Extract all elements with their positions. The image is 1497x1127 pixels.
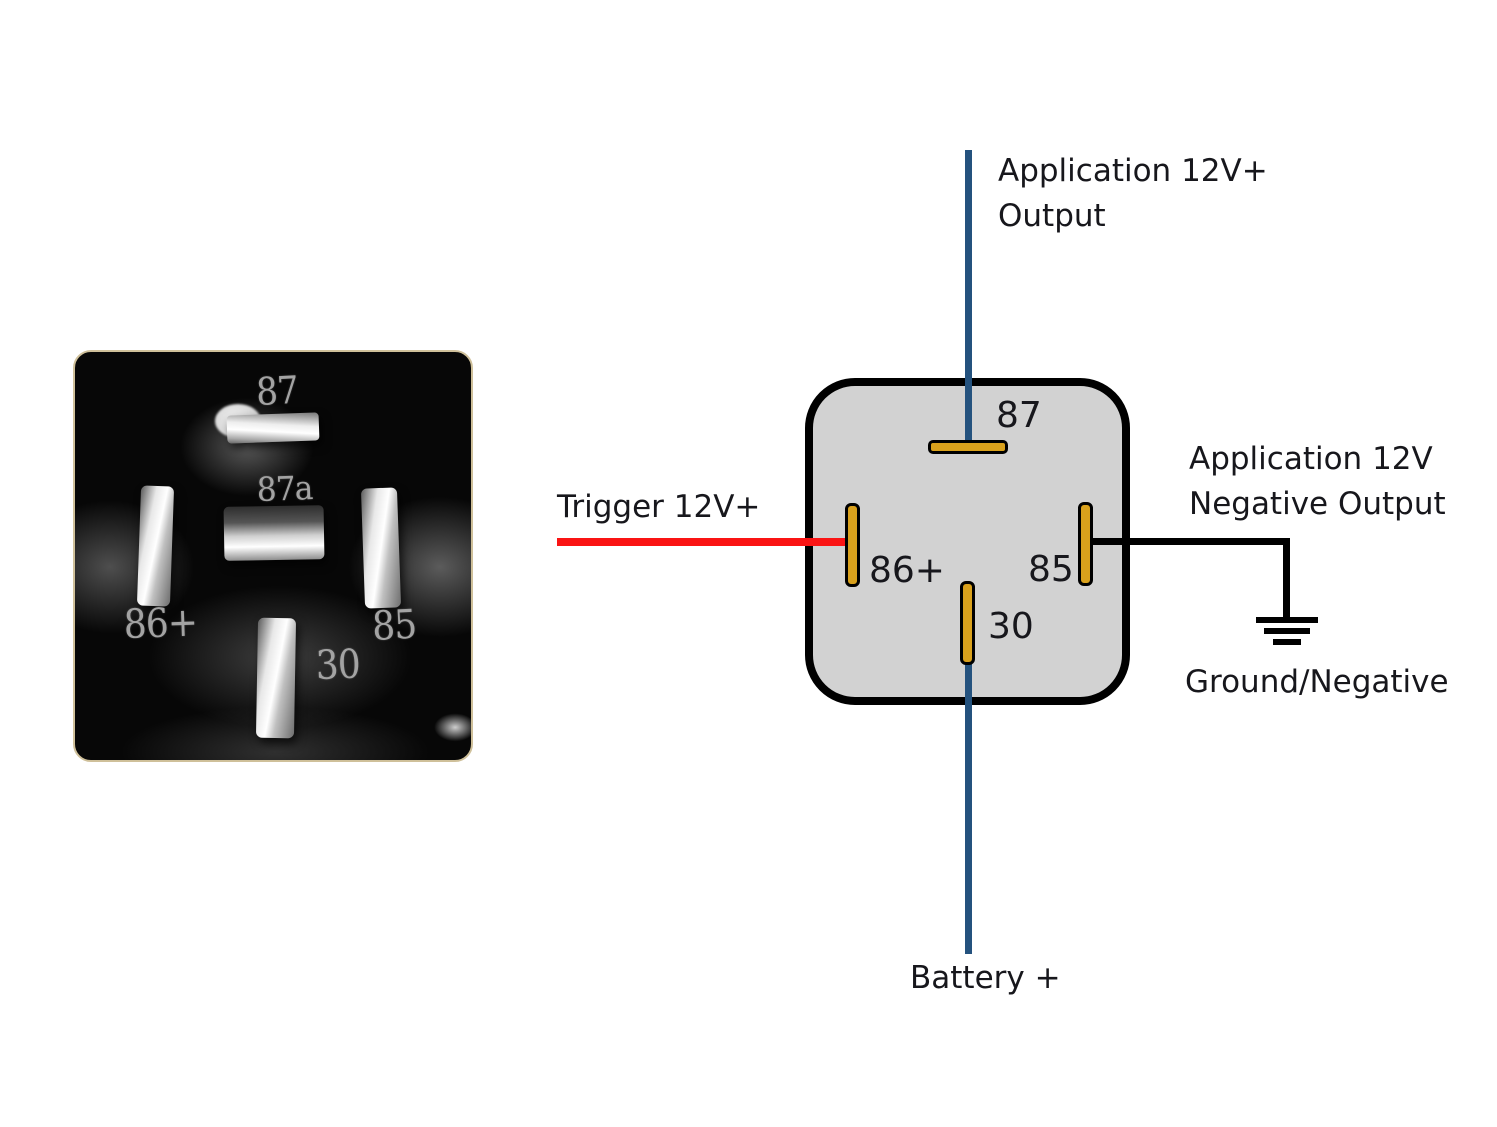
schematic-pin-86-label: 86+	[869, 550, 945, 591]
application-output-wire	[965, 150, 972, 445]
schematic-pin-85	[1078, 502, 1093, 586]
schematic-pin-30	[960, 581, 975, 665]
negative-output-label-line1: Application 12V	[1189, 441, 1433, 477]
relay-photo: 87 87a 86+ 85 30	[73, 350, 473, 762]
application-output-label-line2: Output	[998, 198, 1106, 234]
ground-bar-2	[1264, 628, 1310, 634]
schematic-pin-85-label: 85	[1028, 549, 1074, 590]
photo-pin-87a-blade	[223, 505, 325, 561]
ground-bar-1	[1256, 617, 1318, 623]
schematic-pin-87	[928, 440, 1008, 454]
photo-pin-30-label: 30	[315, 641, 361, 689]
negative-output-wire-horizontal	[1091, 538, 1290, 545]
photo-pin-86-blade	[136, 485, 175, 607]
application-output-label-line1: Application 12V+	[998, 153, 1268, 189]
negative-output-label-line2: Negative Output	[1189, 486, 1446, 522]
photo-pin-87a-label: 87a	[256, 468, 314, 509]
photo-pin-86-label: 86+	[123, 599, 198, 648]
battery-label: Battery +	[910, 960, 1061, 996]
photo-pin-30-blade	[255, 617, 297, 739]
photo-pin-85-blade	[360, 487, 402, 609]
application-output-label: Application 12V+ Output	[998, 149, 1268, 239]
ground-bar-3	[1273, 639, 1301, 645]
negative-output-wire-vertical	[1283, 538, 1290, 621]
schematic-pin-30-label: 30	[988, 606, 1034, 647]
schematic-pin-86	[845, 503, 860, 587]
ground-symbol	[1256, 617, 1318, 645]
photo-pin-87-label: 87	[255, 367, 299, 414]
trigger-label: Trigger 12V+	[557, 489, 761, 525]
ground-label: Ground/Negative	[1185, 664, 1449, 700]
photo-pin-87-blade	[226, 412, 320, 444]
trigger-wire	[557, 538, 848, 546]
battery-wire	[965, 664, 972, 954]
negative-output-label: Application 12V Negative Output	[1189, 437, 1446, 527]
schematic-pin-87-label: 87	[996, 395, 1042, 436]
photo-pin-85-label: 85	[371, 601, 418, 650]
